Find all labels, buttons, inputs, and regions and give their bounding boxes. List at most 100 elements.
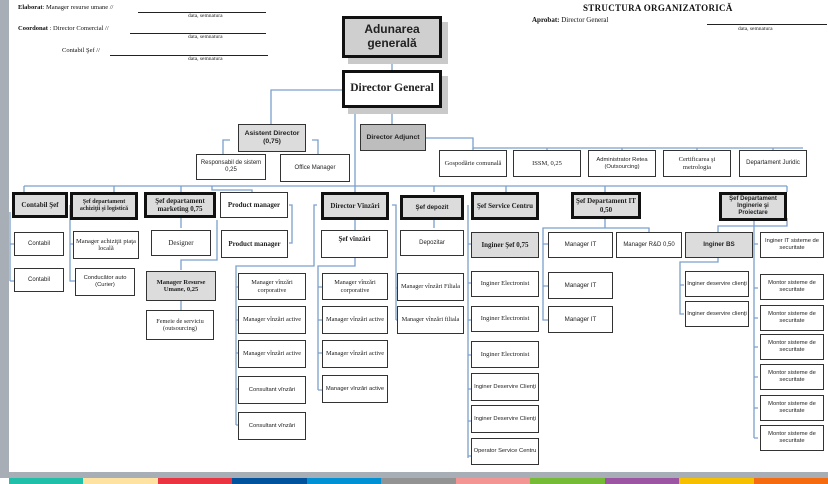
box-deputy-director[interactable]: Director Adjunct [360,124,426,151]
box-sales-chief[interactable]: Şef vînzări [321,230,388,258]
connector [180,220,218,270]
connector [354,186,788,192]
box-engineering-head[interactable]: Şef Departament Inginerie şi Proiectare [719,192,787,221]
footer-color-segment [157,478,233,484]
coordonat-line: Coordonat : Director Comercial // [18,25,109,32]
contabil-sef-role: Contabil Şef // [62,47,100,54]
connector [467,205,472,458]
approved-caption: data, semnatura [738,26,773,32]
box-gospodarie[interactable]: Gospodărie comunală [439,150,507,177]
contabil-signature-line [110,55,268,56]
box-network-admin[interactable]: Administrator Retea (Outsourcing) [588,150,656,177]
contabil-caption: data, semnatura [188,56,223,62]
box-security-installer[interactable]: Montor sisteme de securitate [760,395,824,421]
connector [23,186,253,192]
elaborat-caption: data, semnatura [188,13,223,19]
box-electronics-engineer[interactable]: Inginer Electronist [471,341,539,368]
box-hr-manager[interactable]: Manager Resurse Umane, 0,25 [146,271,216,301]
box-security-installer[interactable]: Montor sisteme de securitate [760,425,824,451]
box-active-sales-manager[interactable]: Manager vînzări active [322,340,388,368]
box-customer-service-engineer[interactable]: Inginer Deservire Clienţi [471,373,539,401]
footer-color-segment [9,478,84,484]
box-corporate-sales-manager[interactable]: Manager vînzări corporative [238,273,306,300]
box-courier[interactable]: Conducător auto (Curier) [75,268,135,296]
box-bs-engineer[interactable]: Inginer BS [685,232,753,258]
box-accountant-2[interactable]: Contabil [14,268,64,292]
connector [270,89,342,124]
box-branch-sales-manager[interactable]: Manager vînzări filiala [397,306,464,334]
box-legal[interactable]: Departament Juridic [739,150,807,177]
box-electronics-engineer[interactable]: Inginer Electronist [471,306,539,332]
approved-line: Aprobat: Director General [532,16,608,24]
box-chief-accountant[interactable]: Contabil Şef [12,192,68,218]
box-director-general[interactable]: Director General [342,70,442,108]
footer-color-strip [9,478,828,484]
box-certification[interactable]: Certificarea şi metrologia [663,150,731,177]
connector [717,218,788,232]
box-it-security-engineer[interactable]: Inginer IT sisteme de securitate [760,232,824,258]
box-issm[interactable]: ISSM, 0,25 [513,150,581,177]
approved-role: Director General [561,16,609,24]
box-accountant-1[interactable]: Contabil [14,232,64,256]
box-product-manager-1[interactable]: Product manager [220,192,288,218]
box-cleaning-staff[interactable]: Femeie de serviciu (outsourcing) [146,310,214,340]
box-assistant-director[interactable]: Asistent Director (0,75) [238,124,306,152]
connector [289,204,293,244]
connector [317,258,356,391]
box-sales-consultant[interactable]: Consultant vînzări [238,376,306,404]
box-security-installer[interactable]: Montor sisteme de securitate [760,334,824,360]
box-customer-engineer[interactable]: Inginer deservire clienţi [685,301,749,327]
box-procurement-manager[interactable]: Manager achiziţii piaţa locală [73,231,139,259]
box-sales-director[interactable]: Director Vînzări [321,192,389,220]
box-branch-sales-manager[interactable]: Manager vînzări Filiala [397,273,464,301]
footer-color-segment [232,478,307,484]
connector [9,212,14,282]
box-chief-engineer[interactable]: Inginer Şef 0,75 [471,232,539,258]
coordonat-caption: data, semnatura [188,34,223,40]
box-service-operator[interactable]: Operator Service Centru [471,438,539,465]
box-active-sales-manager[interactable]: Manager vînzări active [322,306,388,334]
box-active-sales-manager[interactable]: Manager vînzări active [238,340,306,368]
document-title: STRUCTURA ORGANIZATORICĂ [583,3,733,13]
left-margin-strip [0,0,9,472]
coordonat-role: : Director Comercial // [49,25,109,32]
box-corporate-sales-manager[interactable]: Manager vînzări corporative [322,273,388,300]
box-it-manager[interactable]: Manager IT [548,272,613,299]
box-general-assembly[interactable]: Adunarea generală [342,16,442,58]
box-security-installer[interactable]: Montor sisteme de securitate [760,364,824,390]
box-marketing-head[interactable]: Şef departament marketing 0,75 [144,192,216,218]
box-it-head[interactable]: Şef Departament IT 0,50 [571,192,641,219]
box-customer-service-engineer[interactable]: Inginer Deservire Clienţi [471,405,539,433]
coordonat-label: Coordonat [18,25,48,32]
box-it-manager[interactable]: Manager IT [548,232,613,258]
box-procurement-head[interactable]: Şef departament achiziţii şi logistică [70,192,138,220]
box-active-sales-manager[interactable]: Manager vînzări active [238,306,306,334]
box-designer[interactable]: Designer [151,230,211,256]
box-system-manager[interactable]: Responsabil de sistem 0,25 [196,154,266,180]
box-sales-consultant[interactable]: Consultant vînzări [238,412,306,440]
box-security-installer[interactable]: Montor sisteme de securitate [760,274,824,300]
connector [425,137,803,149]
bottom-band [0,472,828,478]
elaborat-label: Elaborat [18,4,43,11]
elaborat-signature-line [138,12,266,13]
box-electronics-engineer[interactable]: Inginer Electronist [471,271,539,297]
connector [392,204,398,321]
footer-color-segment [530,478,605,484]
box-it-manager[interactable]: Manager IT [548,306,613,333]
box-product-manager-2[interactable]: Product manager [221,230,288,258]
box-warehouse-keeper[interactable]: Depozitar [400,230,464,256]
connector [753,218,758,439]
box-warehouse-head[interactable]: Şef depozit [400,195,464,220]
footer-color-segment [604,478,680,484]
approved-label: Aprobat: [532,16,560,24]
box-rd-manager[interactable]: Manager R&D 0,50 [616,232,682,258]
box-active-sales-manager[interactable]: Manager vînzări active [322,375,388,403]
box-security-installer[interactable]: Montor sisteme de securitate [760,305,824,331]
box-service-head[interactable]: Şef Service Centru [471,192,539,220]
footer-color-segment [679,478,754,484]
box-office-manager[interactable]: Office Manager [280,154,350,182]
coordonat-signature-line [130,33,266,34]
box-customer-engineer[interactable]: Inginer deservire clienţi [685,271,749,297]
elaborat-role: Manager resurse umane // [46,4,114,11]
